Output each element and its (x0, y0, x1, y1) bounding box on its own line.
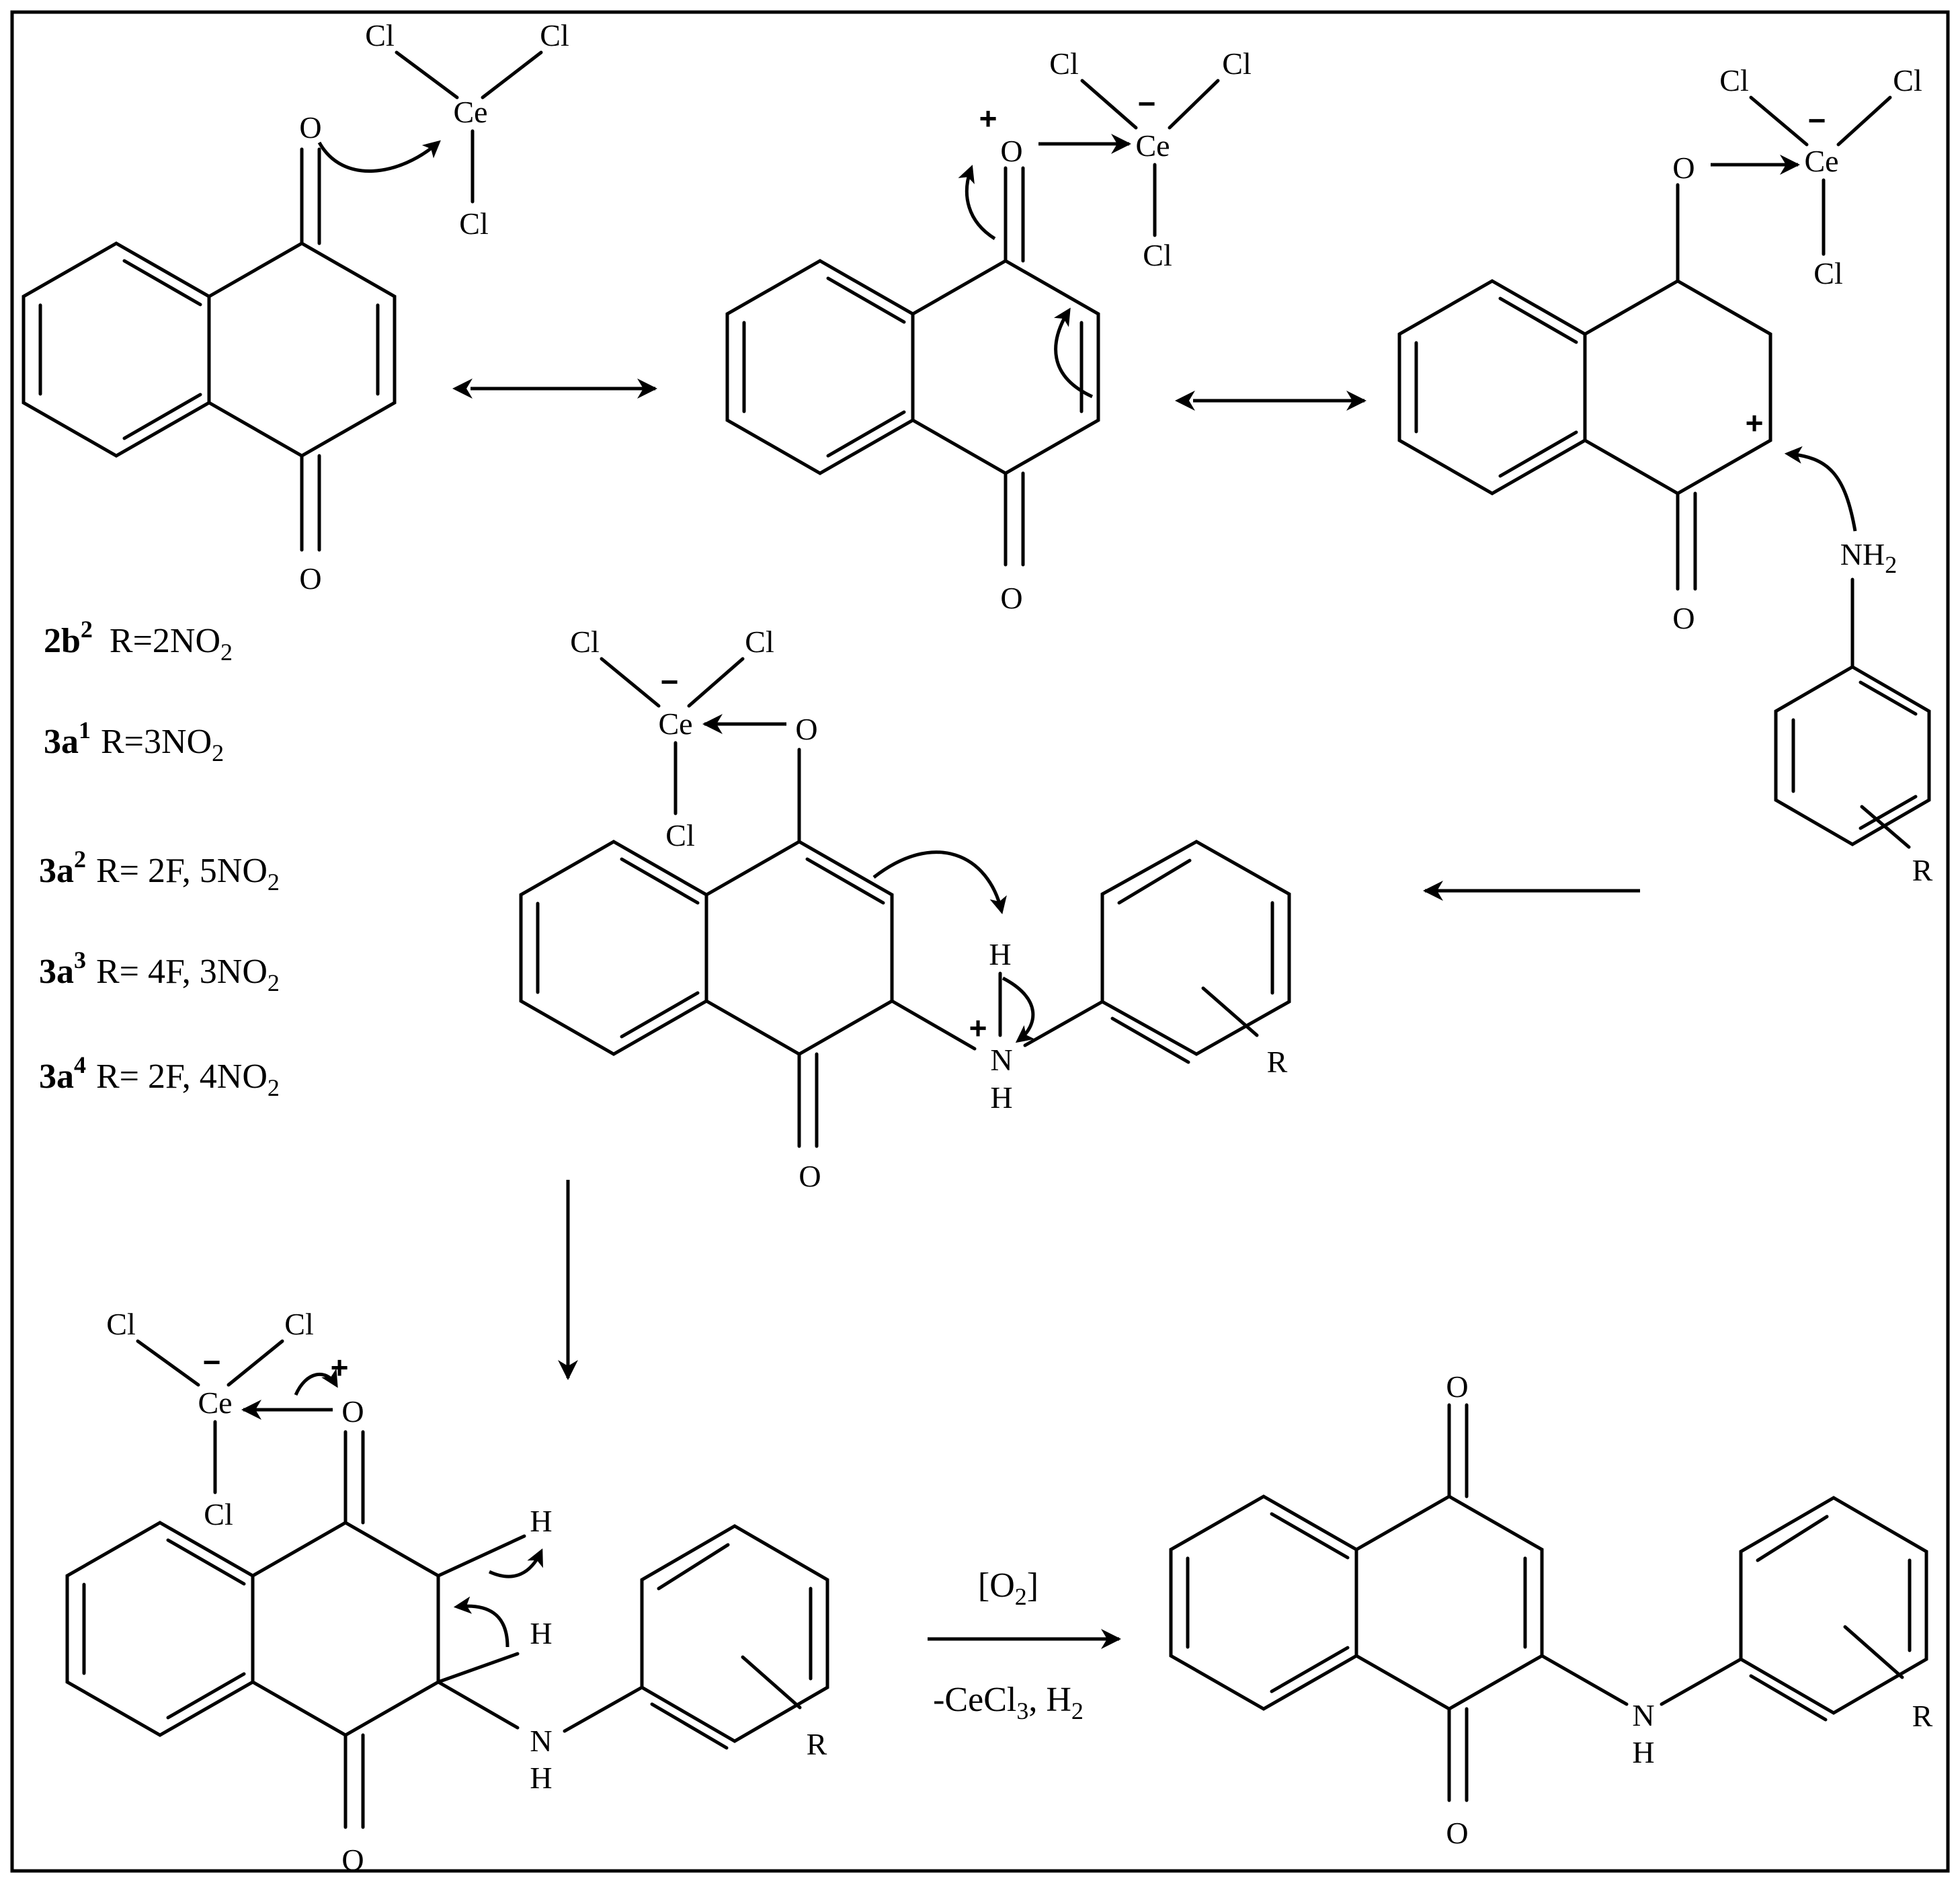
cecl3-complex: Ce − Cl Cl Cl (570, 625, 786, 852)
oxygen-label: O (299, 561, 321, 596)
chloride-label: Cl (106, 1307, 135, 1341)
chloride-label: Cl (365, 18, 394, 52)
cerium-label: Ce (1804, 144, 1838, 178)
aryl-ring (1660, 1496, 1928, 1722)
plus-charge: + (969, 1010, 987, 1045)
oxygen-label: O (341, 1843, 364, 1877)
naphthoquinone-structure (22, 147, 397, 552)
product-structure (1169, 1403, 1629, 1802)
hydrogen-label: H (530, 1504, 552, 1538)
chloride-label: Cl (1222, 46, 1251, 81)
amine-label: NH2 (1840, 537, 1897, 578)
chloride-label: Cl (540, 18, 569, 52)
hydrogen-label: H (530, 1616, 552, 1650)
oxygen-label: O (1000, 134, 1022, 168)
curly-arrow (1002, 976, 1035, 1043)
hydrogen-label: H (530, 1761, 552, 1795)
curly-arrow (317, 140, 441, 173)
curly-arrow (1784, 446, 1857, 532)
substituent-label: R (807, 1727, 827, 1761)
hydrogen-label: H (990, 1080, 1012, 1115)
minus-charge: − (203, 1345, 221, 1379)
nitrogen-label: N (1632, 1698, 1654, 1732)
oxygen-label: O (341, 1394, 364, 1429)
chloride-label: Cl (1893, 63, 1922, 97)
aniline-ring (1774, 577, 1931, 849)
reagent-label: [O2] (978, 1566, 1038, 1610)
cerium-label: Ce (658, 707, 692, 741)
plus-charge: + (1746, 405, 1764, 440)
oxygen-label: O (1672, 151, 1694, 185)
chloride-label: Cl (1049, 46, 1078, 81)
substituent-label: R (1912, 1699, 1933, 1733)
hydrogen-label: H (1632, 1735, 1654, 1769)
chloride-label: Cl (1143, 238, 1172, 272)
chloride-label: Cl (745, 625, 774, 659)
substituent-label: R (1267, 1045, 1288, 1079)
curly-arrow (488, 1548, 543, 1578)
oxygen-label: O (799, 1159, 821, 1193)
cerium-label: Ce (1135, 128, 1170, 163)
cerium-label: Ce (453, 95, 487, 129)
diketone-intermediate-structure (65, 1430, 526, 1829)
curly-arrow (872, 850, 1007, 915)
cecl3-complex: Ce − Cl Cl Cl (1038, 46, 1252, 272)
chloride-label: Cl (1813, 256, 1842, 290)
chloride-label: Cl (665, 818, 694, 852)
curly-arrow (958, 165, 996, 241)
oxygen-label: O (1000, 581, 1022, 615)
chloride-label: Cl (204, 1497, 233, 1531)
byproduct-label: -CeCl3, H2 (933, 1681, 1084, 1724)
curly-arrow (294, 1368, 338, 1396)
nitrogen-label: N (530, 1724, 552, 1758)
curly-arrow (1053, 307, 1094, 399)
oxygen-label: O (299, 110, 321, 145)
cecl3-reagent: Ce Cl Cl Cl (365, 18, 569, 241)
aryl-ring (1023, 840, 1291, 1064)
substituent-label: R (1912, 853, 1933, 887)
cerium-label: Ce (198, 1386, 232, 1420)
oxygen-label: O (795, 712, 817, 746)
oxygen-label: O (1446, 1369, 1468, 1404)
activated-quinone-structure (725, 166, 1100, 567)
chloride-label: Cl (459, 206, 488, 241)
chloride-label: Cl (1719, 63, 1748, 97)
frame-border (10, 10, 1950, 1873)
chloride-label: Cl (570, 625, 599, 659)
nitrogen-label: N (990, 1043, 1012, 1077)
plus-charge: + (979, 101, 997, 136)
cecl3-complex: Ce − Cl Cl Cl (1711, 63, 1922, 290)
hydrogen-label: H (989, 937, 1011, 971)
oxygen-label: O (1672, 601, 1694, 635)
oxygen-label: O (1446, 1816, 1468, 1850)
chloride-label: Cl (284, 1307, 313, 1341)
carbocation-structure (1397, 183, 1772, 591)
cecl3-complex: Ce − Cl Cl Cl (106, 1307, 333, 1531)
aryl-ring (563, 1524, 829, 1750)
minus-charge: − (1138, 86, 1156, 121)
enolate-adduct-structure (519, 748, 977, 1148)
minus-charge: − (1808, 103, 1826, 138)
minus-charge: − (661, 664, 679, 699)
curly-arrow (453, 1596, 509, 1648)
